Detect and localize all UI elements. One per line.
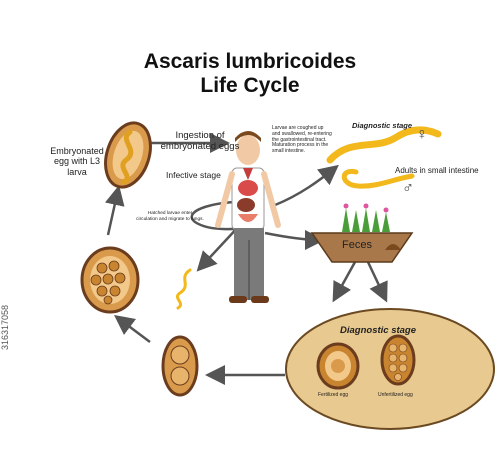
egg-two-cell-icon (161, 335, 199, 397)
label-unfertilized-egg: Unfertilized egg (378, 392, 413, 398)
egg-embryonated-icon (104, 121, 152, 189)
human-figure-icon (215, 131, 281, 303)
label-larvae-coughed: Larvae are coughed up and swallowed, re-… (272, 125, 332, 154)
arrow-feces-to-box-right (366, 261, 388, 303)
arrow-lungs-to-adults (274, 164, 339, 207)
label-ingestion: Ingestion of embryonated eggs (160, 130, 240, 152)
male-symbol-icon: ♂ (402, 180, 414, 197)
unfertilized-egg-icon (380, 334, 416, 386)
label-fertilized-egg: Fertilized egg (318, 392, 349, 398)
arrow-intestine-to-feces (264, 229, 325, 250)
larva-worm-icon (175, 268, 192, 310)
label-adults-small-intestine: Adults in small intestine (395, 166, 479, 175)
arrow-stage3-to-stage2 (114, 315, 151, 343)
fertilized-egg-icon (316, 342, 360, 390)
title-line-1: Ascaris lumbricoides (143, 50, 357, 73)
stock-watermark-id: 316317058 (0, 304, 10, 350)
label-embryonated-egg: Embryonated egg with L3 larva (50, 146, 104, 177)
arrow-stage2-to-stage1 (104, 185, 125, 236)
label-diagnostic-stage-top: Diagnostic stage (352, 121, 413, 130)
female-symbol-icon: ♀ (416, 126, 428, 143)
label-infective-stage: Infective stage (166, 170, 221, 180)
label-feces: Feces (342, 239, 372, 251)
arrow-lungs-to-larva (196, 224, 241, 272)
adult-male-worm-icon (341, 168, 415, 189)
label-diagnostic-stage-box: Diagnostic stage (340, 325, 417, 336)
title-line-2: Life Cycle (200, 74, 300, 97)
poop-icon (385, 244, 401, 250)
adult-female-worm-icon (326, 126, 442, 164)
arrow-feces-to-box-left (332, 261, 357, 303)
label-hatched-larvae: Hatched larvae enter circulation and mig… (136, 211, 204, 222)
egg-morula-icon (80, 246, 140, 314)
feces-bowl-icon (310, 203, 414, 263)
